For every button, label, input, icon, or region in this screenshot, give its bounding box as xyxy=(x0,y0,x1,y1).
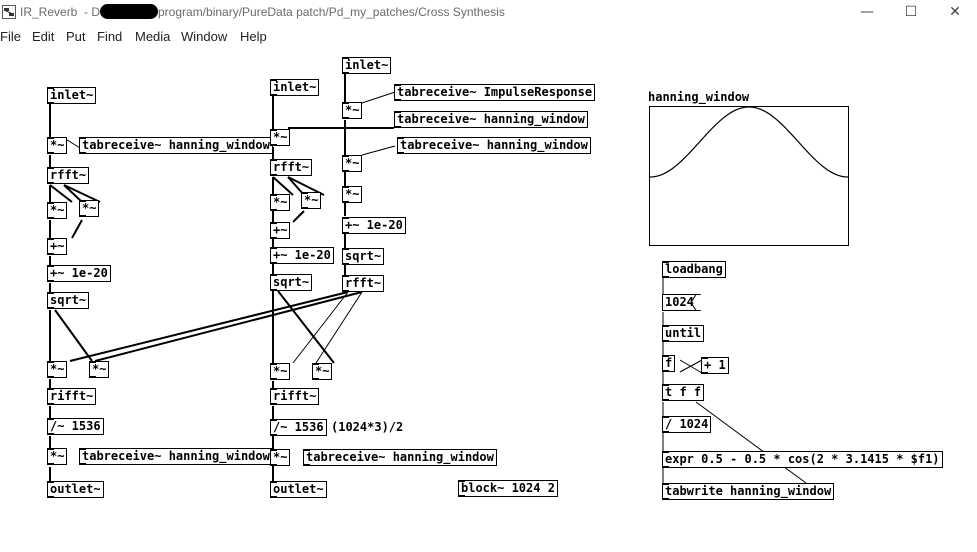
until-object[interactable]: until xyxy=(662,325,705,342)
rfft-object[interactable]: rfft~ xyxy=(342,275,385,292)
multiply-object[interactable]: *~ xyxy=(301,192,322,209)
sqrt-object[interactable]: sqrt~ xyxy=(270,274,313,291)
array-curve xyxy=(649,106,849,178)
message-box-1024[interactable]: 1024 xyxy=(662,294,701,311)
tabreceive-hanning-object[interactable]: tabreceive~ hanning_window xyxy=(79,137,273,154)
add-offset-object[interactable]: +~ 1e-20 xyxy=(270,247,334,264)
add-offset-object[interactable]: +~ 1e-20 xyxy=(47,265,111,282)
calculation-comment: (1024*3)/2 xyxy=(331,420,404,434)
plus-one-object[interactable]: + 1 xyxy=(701,357,729,374)
rifft-object[interactable]: rifft~ xyxy=(270,388,320,405)
multiply-object[interactable]: *~ xyxy=(342,102,363,119)
divide-object[interactable]: / 1024 xyxy=(662,416,712,433)
add-object[interactable]: +~ xyxy=(47,238,68,255)
menu-help[interactable]: Help xyxy=(240,29,267,44)
multiply-object[interactable]: *~ xyxy=(89,361,110,378)
maximize-button[interactable]: ☐ xyxy=(904,4,918,20)
multiply-object[interactable]: *~ xyxy=(47,361,68,378)
redacted-path-segment xyxy=(100,4,158,19)
outlet-object[interactable]: outlet~ xyxy=(270,481,327,498)
inlet-object[interactable]: inlet~ xyxy=(342,57,392,74)
tabreceive-hanning-object[interactable]: tabreceive~ hanning_window xyxy=(79,448,273,465)
block-object[interactable]: block~ 1024 2 xyxy=(458,480,558,497)
tabreceive-hanning-object[interactable]: tabreceive~ hanning_window xyxy=(303,449,497,466)
multiply-object[interactable]: *~ xyxy=(270,129,291,146)
sqrt-object[interactable]: sqrt~ xyxy=(342,248,385,265)
rifft-object[interactable]: rifft~ xyxy=(47,388,97,405)
tabreceive-hanning-object[interactable]: tabreceive~ hanning_window xyxy=(394,111,588,128)
sqrt-object[interactable]: sqrt~ xyxy=(47,292,90,309)
outlet-object[interactable]: outlet~ xyxy=(47,481,104,498)
multiply-object[interactable]: *~ xyxy=(270,449,291,466)
menu-bar: File Edit Put Find Media Window Help xyxy=(0,26,977,48)
menu-media[interactable]: Media xyxy=(135,29,171,44)
array-name-label: hanning_window xyxy=(648,90,750,104)
array-plot xyxy=(649,106,849,178)
inlet-object[interactable]: inlet~ xyxy=(270,79,320,96)
message-box-outline xyxy=(690,294,697,311)
trigger-object[interactable]: t f f xyxy=(662,384,705,401)
multiply-object[interactable]: *~ xyxy=(47,202,68,219)
add-offset-object[interactable]: +~ 1e-20 xyxy=(342,217,406,234)
title-bar: IR_Reverb - D: program/binary/PureData p… xyxy=(0,0,977,26)
puredata-app-icon xyxy=(2,5,16,19)
tabreceive-impulse-response-object[interactable]: tabreceive~ ImpulseResponse xyxy=(394,84,596,101)
menu-find[interactable]: Find xyxy=(97,29,123,44)
patch-canvas[interactable]: inlet~ *~ tabreceive~ hanning_window rff… xyxy=(0,48,977,552)
window-title-path: program/binary/PureData patch/Pd_my_patc… xyxy=(158,5,505,19)
menu-edit[interactable]: Edit xyxy=(32,29,55,44)
tabwrite-object[interactable]: tabwrite hanning_window xyxy=(662,483,835,500)
divide-object[interactable]: /~ 1536 xyxy=(270,419,327,436)
add-object[interactable]: +~ xyxy=(270,222,291,239)
loadbang-object[interactable]: loadbang xyxy=(662,261,726,278)
divide-object[interactable]: /~ 1536 xyxy=(47,418,104,435)
inlet-object[interactable]: inlet~ xyxy=(47,87,97,104)
multiply-object[interactable]: *~ xyxy=(270,363,291,380)
rfft-object[interactable]: rfft~ xyxy=(270,159,313,176)
multiply-object[interactable]: *~ xyxy=(312,363,333,380)
menu-window[interactable]: Window xyxy=(181,29,228,44)
close-button[interactable]: ✕ xyxy=(949,4,961,20)
rfft-object[interactable]: rfft~ xyxy=(47,167,90,184)
tabreceive-hanning-object[interactable]: tabreceive~ hanning_window xyxy=(397,137,591,154)
multiply-object[interactable]: *~ xyxy=(270,194,291,211)
minimize-button[interactable]: — xyxy=(860,4,874,20)
window-title: IR_Reverb - D: xyxy=(20,5,104,19)
multiply-object[interactable]: *~ xyxy=(342,186,363,203)
multiply-object[interactable]: *~ xyxy=(342,155,363,172)
multiply-object[interactable]: *~ xyxy=(79,200,100,217)
multiply-object[interactable]: *~ xyxy=(47,448,68,465)
multiply-object[interactable]: *~ xyxy=(47,137,68,154)
hanning-window-array-graph[interactable] xyxy=(649,106,849,246)
menu-put[interactable]: Put xyxy=(66,29,86,44)
float-object[interactable]: f xyxy=(662,355,676,372)
menu-file[interactable]: File xyxy=(0,29,21,44)
expr-object[interactable]: expr 0.5 - 0.5 * cos(2 * 3.1415 * $f1) xyxy=(662,451,943,468)
